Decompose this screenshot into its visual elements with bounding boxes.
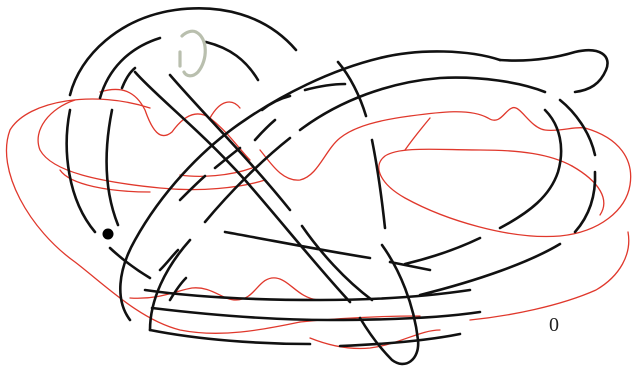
framing-label: 0 (549, 314, 559, 336)
basepoint-marker (103, 229, 114, 240)
grey-unknot-component (180, 31, 205, 76)
red-link-component (6, 89, 630, 348)
